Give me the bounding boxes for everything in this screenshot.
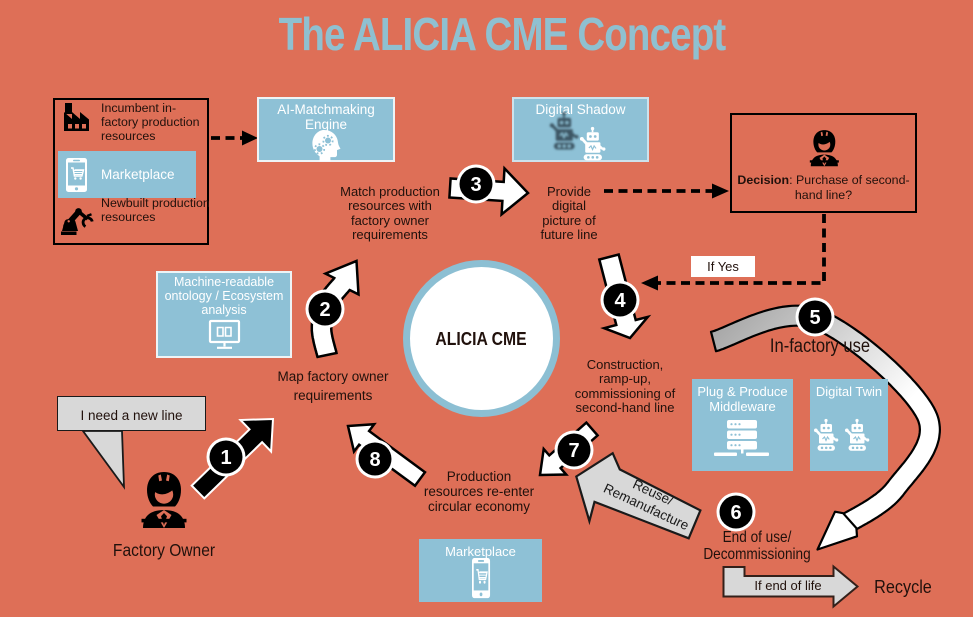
svg-text:5: 5 (809, 307, 820, 329)
svg-text:4: 4 (614, 290, 626, 312)
svg-text:7: 7 (568, 440, 579, 462)
svg-text:6: 6 (730, 502, 741, 524)
svg-text:1: 1 (220, 447, 231, 469)
svg-text:3: 3 (470, 174, 481, 196)
svg-text:8: 8 (369, 449, 380, 471)
svg-text:2: 2 (319, 299, 330, 321)
